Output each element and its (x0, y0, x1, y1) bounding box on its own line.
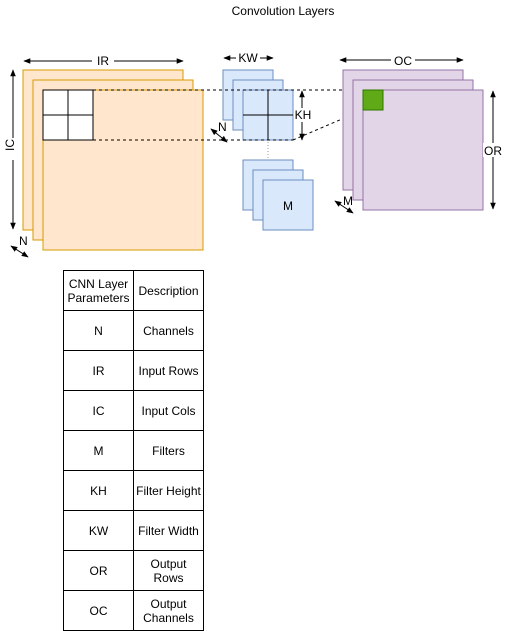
kh-label: KH (295, 108, 312, 122)
table-row: IC Input Cols (63, 390, 204, 431)
oc-label: OC (394, 54, 412, 68)
table-row: N Channels (63, 310, 204, 351)
filter-kernel-stack (222, 69, 294, 141)
output-feature-maps (342, 69, 484, 211)
diagram-title: Convolution Layers (232, 4, 335, 18)
table-cell-parameter: KH (63, 470, 134, 511)
table-cell-description: Output Rows (133, 550, 204, 591)
table-cell-description: Input Rows (133, 350, 204, 391)
table-cell-parameter: IR (63, 350, 134, 391)
table-row: IR Input Rows (63, 350, 204, 391)
table-cell-description: Filters (133, 430, 204, 471)
m-filter-label: M (283, 199, 293, 213)
ic-label: IC (3, 139, 17, 151)
table-row: M Filters (63, 430, 204, 471)
table-row: OC Output Channels (63, 590, 204, 631)
table-cell-parameter: KW (63, 510, 134, 551)
table-header-row: CNN Layer Parameters Description (63, 270, 204, 311)
input-window (42, 89, 94, 141)
table-cell-parameter: N (63, 310, 134, 351)
cnn-parameters-table: CNN Layer Parameters Description N Chann… (63, 270, 204, 631)
table-cell-parameter: OR (63, 550, 134, 591)
table-row: KH Filter Height (63, 470, 204, 511)
table-cell-parameter: M (63, 430, 134, 471)
convolution-diagram: Convolution Layers IR IC N KW KH N (3, 4, 505, 258)
ir-label: IR (97, 54, 109, 68)
table-header-parameters: CNN Layer Parameters (63, 270, 134, 311)
n-filter-arrow (210, 128, 228, 143)
kw-label: KW (238, 51, 258, 65)
table-cell-parameter: OC (63, 590, 134, 631)
n-input-arrow (10, 245, 29, 258)
m-output-label: M (343, 194, 353, 208)
n-filter-label: N (218, 120, 227, 134)
filter-bank (242, 159, 314, 231)
m-output-arrow (334, 200, 354, 214)
table-cell-description: Filter Width (133, 510, 204, 551)
table-cell-description: Input Cols (133, 390, 204, 431)
n-input-label: N (19, 234, 28, 248)
filter-3 (262, 179, 314, 231)
table-cell-description: Channels (133, 310, 204, 351)
table-cell-parameter: IC (63, 390, 134, 431)
table-header-description: Description (133, 270, 204, 311)
or-label: OR (484, 144, 502, 158)
output-pixel (362, 89, 384, 111)
table-row: KW Filter Width (63, 510, 204, 551)
table-row: OR Output Rows (63, 550, 204, 591)
table-cell-description: Output Channels (133, 590, 204, 631)
table-cell-description: Filter Height (133, 470, 204, 511)
